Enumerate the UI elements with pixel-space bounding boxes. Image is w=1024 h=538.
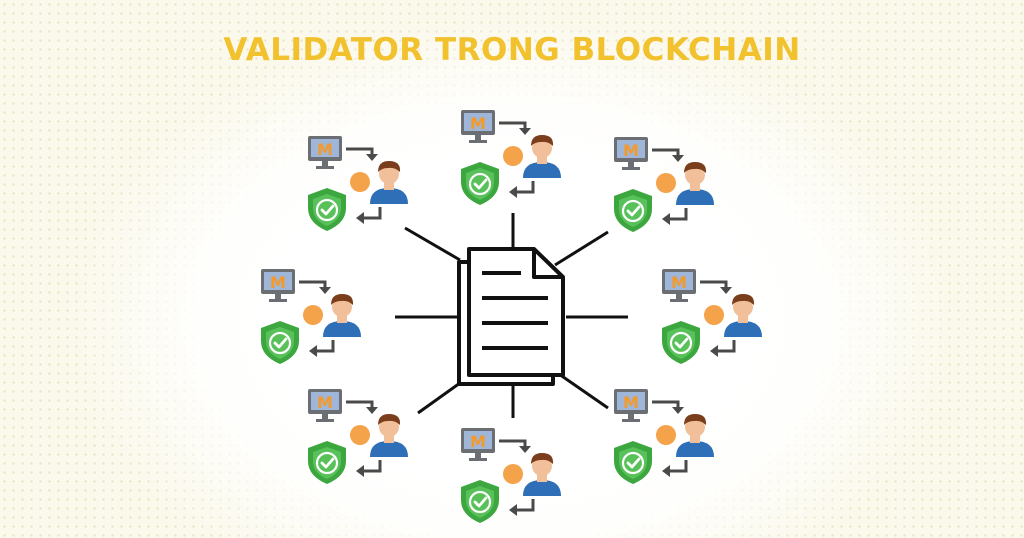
document-stack-icon — [457, 247, 565, 386]
validator-node — [459, 108, 563, 207]
validator-node — [306, 134, 410, 233]
validator-node — [612, 135, 716, 234]
validator-node — [459, 426, 563, 525]
connector-lines — [395, 213, 628, 418]
page-title: VALIDATOR TRONG BLOCKCHAIN — [223, 32, 801, 68]
validator-node — [259, 267, 363, 366]
connector-line — [554, 230, 609, 267]
connector-line — [404, 226, 461, 262]
validator-node — [612, 387, 716, 486]
connector-line — [555, 370, 609, 410]
connector-line — [417, 381, 461, 415]
validator-node — [306, 387, 410, 486]
validator-node — [660, 267, 764, 366]
